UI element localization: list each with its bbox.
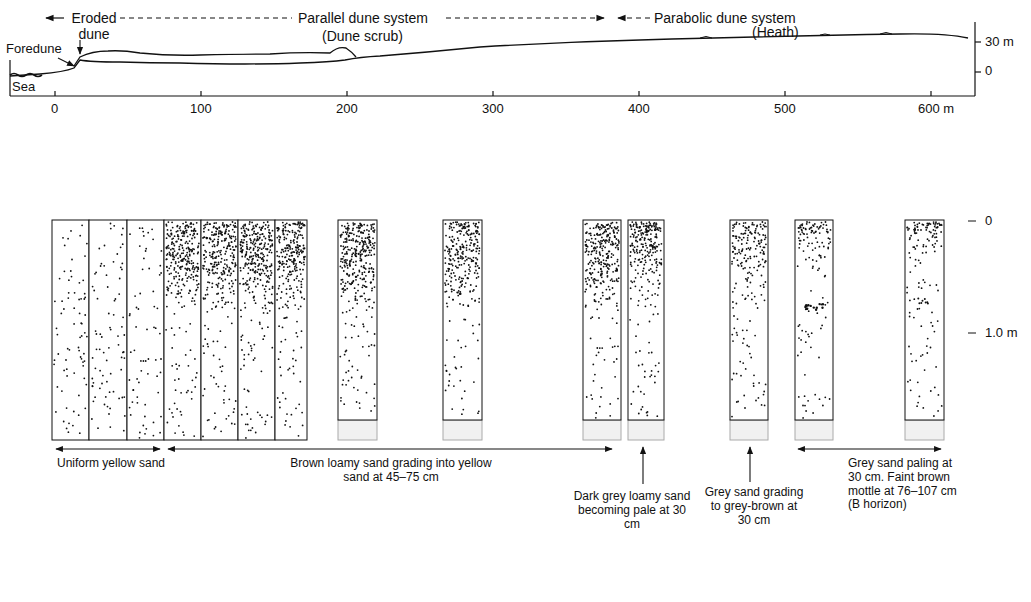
vegetation-label: (Dune scrub) xyxy=(322,28,403,44)
system-label: Eroded dune xyxy=(66,10,122,42)
distance-label: 400 xyxy=(628,102,650,117)
distance-label: 200 xyxy=(336,102,358,117)
ground-profile xyxy=(10,34,968,76)
soil-columns xyxy=(52,220,944,440)
scrub-canopy xyxy=(74,48,356,66)
distance-label: 500 xyxy=(774,102,796,117)
soil-note: Grey sand paling at 30 cm. Faint brown m… xyxy=(848,457,966,512)
system-label: Parallel dune system xyxy=(298,10,428,26)
depth-label: 1.0 m xyxy=(985,326,1018,341)
distance-label: 300 xyxy=(482,102,504,117)
feature-label: Sea xyxy=(12,80,35,95)
height-label: 0 xyxy=(985,64,992,79)
soil-note: Grey sand grading to grey-brown at 30 cm xyxy=(704,486,804,527)
height-label: 30 m xyxy=(985,35,1014,50)
depth-ticks xyxy=(968,221,976,333)
depth-label: 0 xyxy=(985,214,992,229)
soil-note: Brown loamy sand grading into yellow san… xyxy=(276,457,506,485)
stipple xyxy=(53,221,942,439)
profile-axes xyxy=(10,22,981,96)
feature-label: Foredune xyxy=(6,42,62,57)
vegetation-label: (Heath) xyxy=(752,24,799,40)
distance-label: 0 xyxy=(51,102,58,117)
soil-note: Uniform yellow sand xyxy=(54,457,168,471)
distance-label: 600 m xyxy=(918,102,954,117)
soil-note: Dark grey loamy sand becoming pale at 30… xyxy=(570,490,694,531)
range-arrows xyxy=(56,447,941,484)
system-label: Parabolic dune system xyxy=(654,10,796,26)
distance-label: 100 xyxy=(190,102,212,117)
